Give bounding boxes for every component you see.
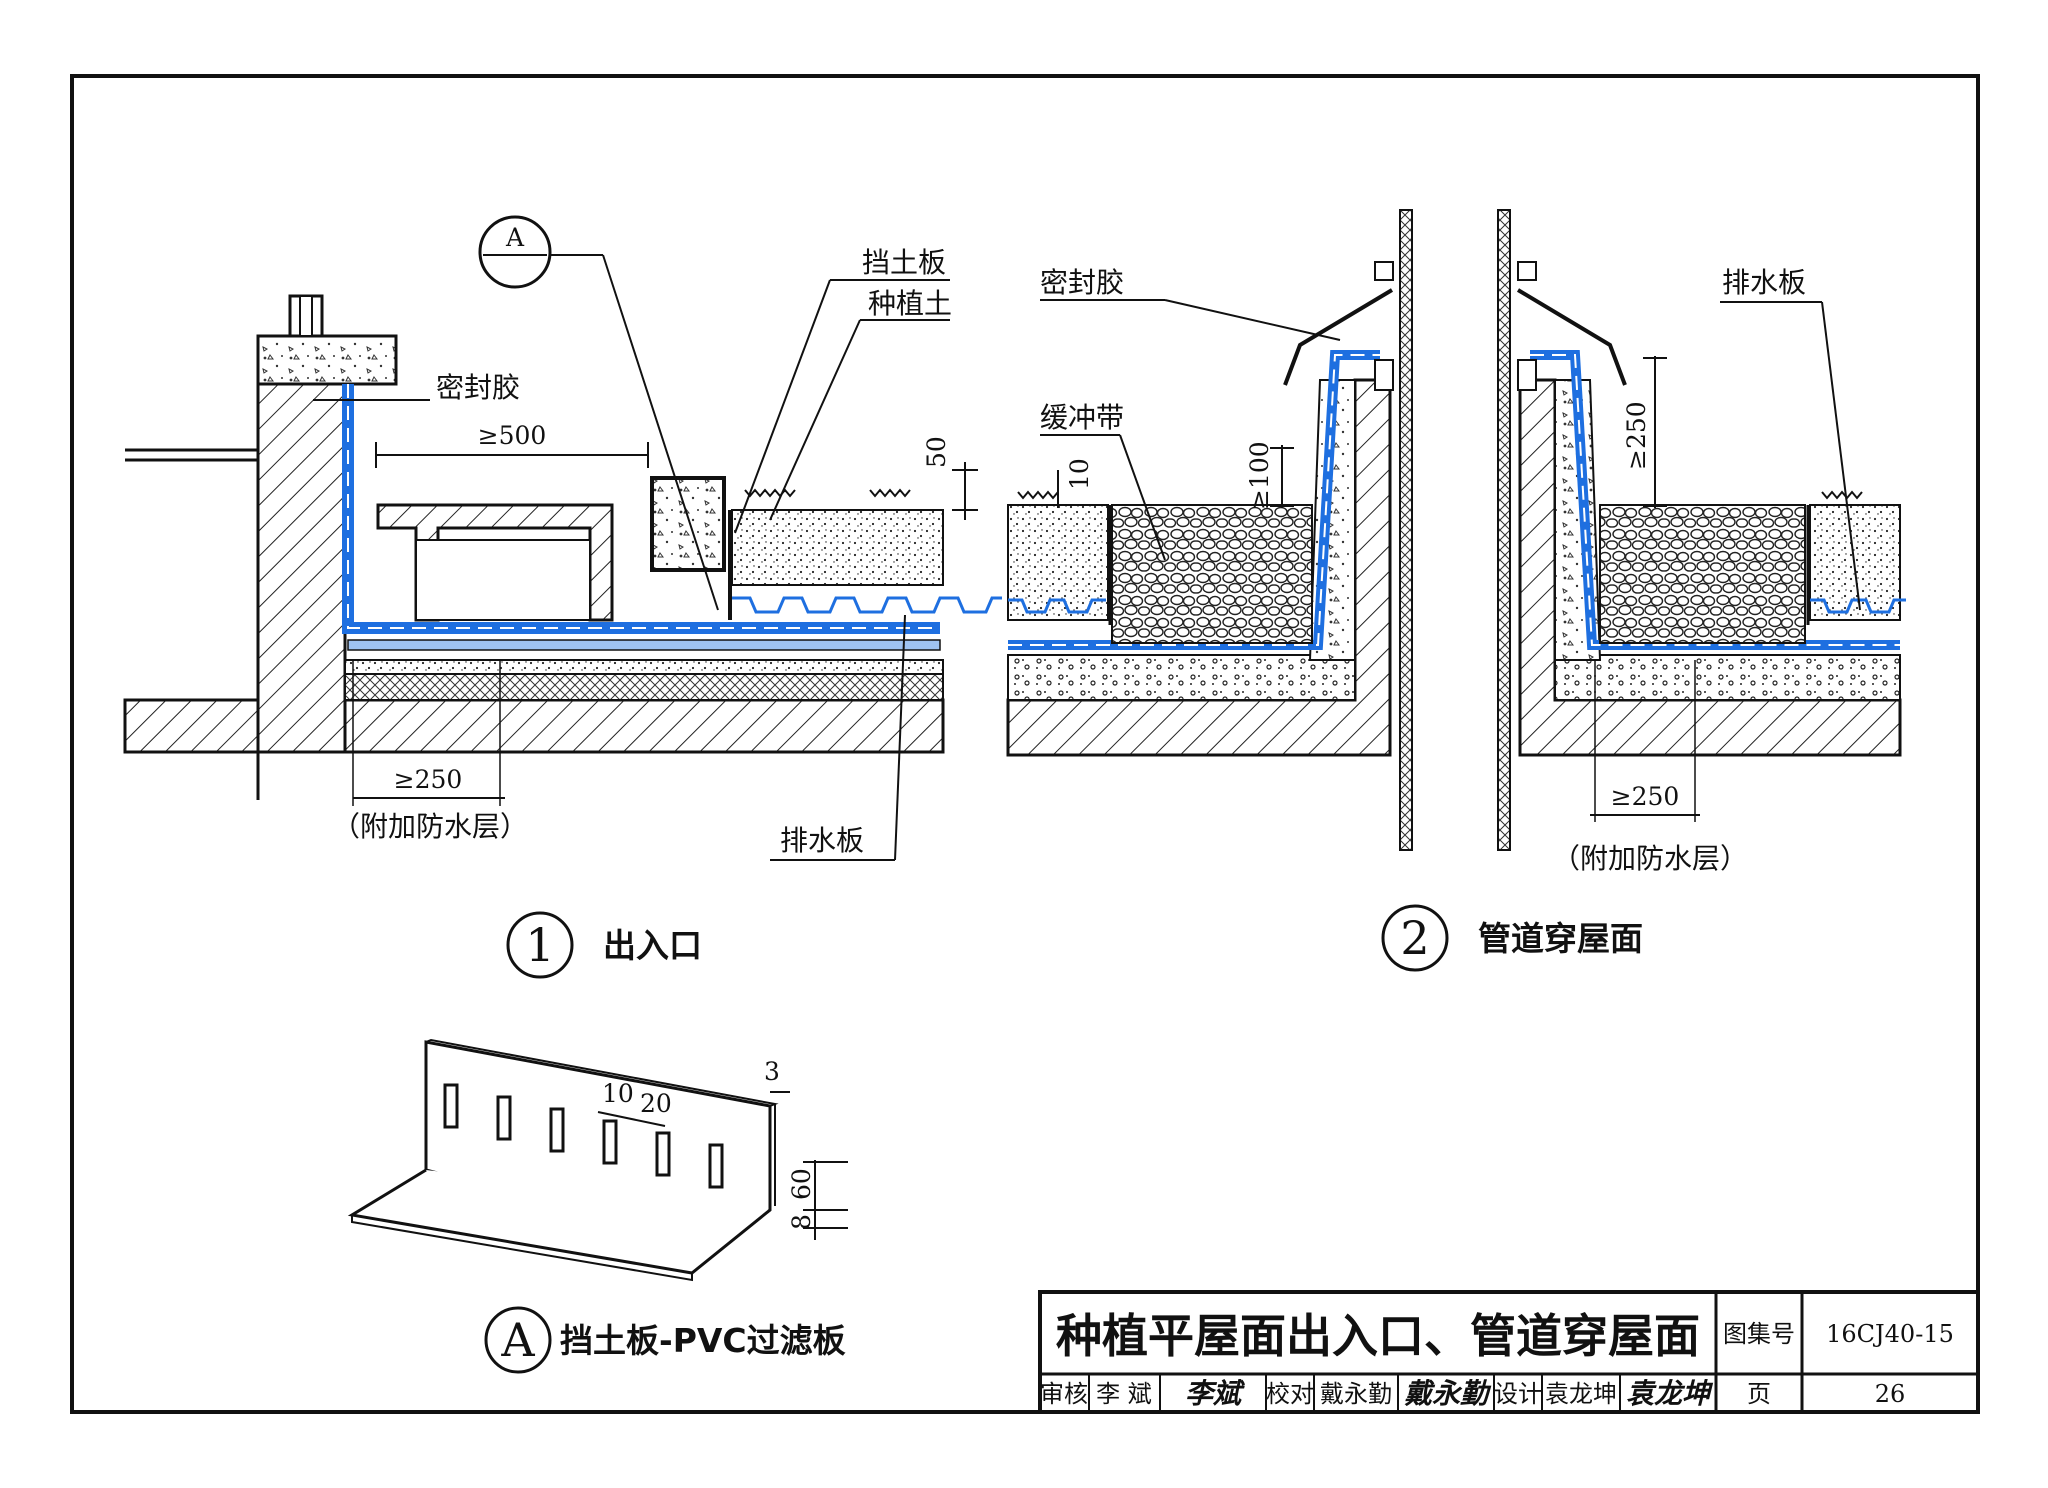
detail-a-letter: A — [500, 1313, 535, 1367]
callout-a-circle — [478, 215, 552, 289]
label-retaining-board: 挡土板 — [862, 246, 946, 279]
label-extra-layer-2: （附加防水层） — [1552, 842, 1748, 875]
detail-a-filter-board: 10 20 3 60 8 A 挡土板-PVC过滤板 — [347, 1038, 848, 1374]
detail-1-caption: 出入口 — [603, 926, 702, 965]
label-buffer-strip: 缓冲带 — [1040, 401, 1124, 434]
detail-1-circle — [506, 911, 574, 979]
dim-a-8: 8 — [787, 1214, 816, 1230]
detail-1-number: 1 — [525, 918, 554, 972]
checker-name: 戴永勤 — [1320, 1380, 1392, 1408]
callout-a-letter: A — [505, 223, 525, 252]
label-drainage-board-2: 排水板 — [1722, 266, 1806, 299]
atlas-label: 图集号 — [1723, 1320, 1795, 1348]
detail-a-caption: 挡土板-PVC过滤板 — [560, 1321, 846, 1360]
dim-250-2: ≥250 — [1611, 782, 1680, 811]
detail-2-circle — [1381, 904, 1449, 972]
dim-100: ≥100 — [1245, 441, 1274, 510]
pipe-collar-left — [1283, 288, 1394, 386]
label-sealant-2: 密封胶 — [1040, 266, 1124, 299]
design-label: 设计 — [1494, 1380, 1542, 1408]
dim-a-60: 60 — [787, 1168, 816, 1200]
detail-2-pipe: 密封胶 缓冲带 排水板 10 ≥100 ≥250 ≥250 （附加防水层） 2 … — [1006, 209, 1906, 972]
dim-a-3: 3 — [764, 1057, 780, 1086]
pipe-collar-right — [1516, 288, 1627, 386]
filter-board-base — [347, 1168, 771, 1275]
sheet-border — [70, 74, 1980, 1414]
reviewer-name: 李 斌 — [1096, 1380, 1152, 1408]
check-label: 校对 — [1266, 1380, 1314, 1408]
detail-2-caption: 管道穿屋面 — [1478, 919, 1643, 958]
drawing-title: 种植平屋面出入口、管道穿屋面 — [1056, 1309, 1700, 1363]
dim-50: 50 — [922, 436, 951, 468]
detail-1-entrance: A 密封胶 挡土板 种植土 排水板 ≥500 ≥250 （附加防水层） 50 1 — [123, 215, 1002, 979]
dim-a-10: 10 — [602, 1079, 634, 1108]
title-block: 种植平屋面出入口、管道穿屋面 图集号 16CJ40-15 页 26 审核 李 斌… — [1038, 1290, 1980, 1414]
label-extra-layer-1: （附加防水层） — [332, 810, 528, 843]
dim-250-vert: ≥250 — [1622, 401, 1651, 470]
designer-name: 袁龙坤 — [1545, 1380, 1617, 1408]
detail-a-circle — [484, 1306, 552, 1374]
label-planting-soil: 种植土 — [868, 287, 952, 320]
label-sealant-1: 密封胶 — [436, 371, 520, 404]
pipe-right — [1497, 209, 1511, 851]
page-number: 26 — [1875, 1380, 1906, 1408]
checker-signature: 戴永勤 — [1404, 1377, 1492, 1410]
dim-a-20: 20 — [640, 1089, 672, 1118]
dim-500: ≥500 — [478, 421, 547, 450]
roof-slab — [123, 698, 945, 754]
detail-2-number: 2 — [1400, 911, 1429, 965]
pipe-left — [1399, 209, 1413, 851]
reviewer-signature: 李斌 — [1185, 1377, 1245, 1410]
page-label: 页 — [1747, 1380, 1771, 1408]
drainage-board — [732, 596, 1002, 614]
label-drainage-board-1: 排水板 — [780, 824, 864, 857]
designer-signature: 袁龙坤 — [1626, 1377, 1714, 1410]
dim-250-1: ≥250 — [394, 765, 463, 794]
review-label: 审核 — [1040, 1380, 1088, 1408]
atlas-number: 16CJ40-15 — [1826, 1320, 1954, 1348]
dim-10: 10 — [1065, 458, 1094, 490]
